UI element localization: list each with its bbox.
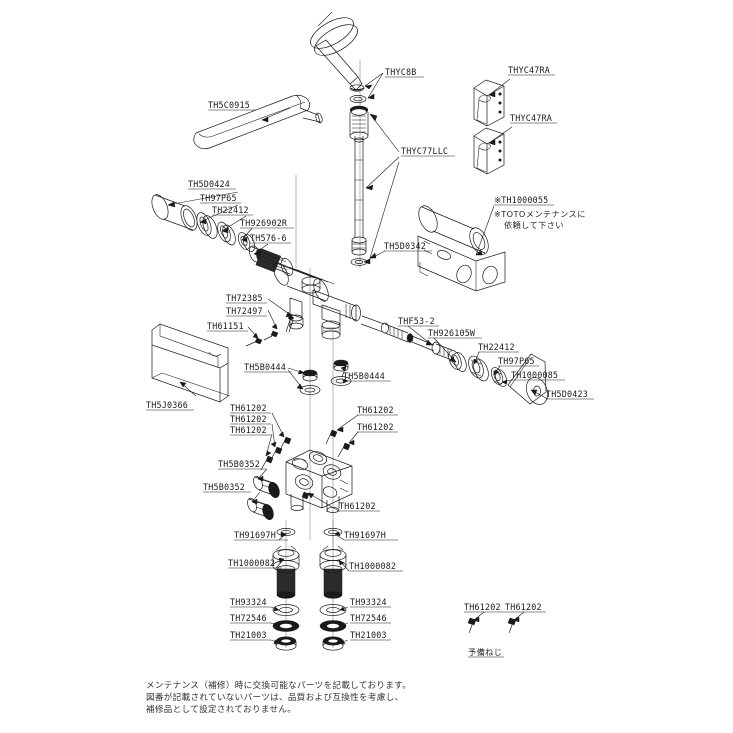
cartridge-note-line2: 依頼して下さい (504, 220, 564, 230)
handle-screw-c-part (245, 337, 263, 347)
label-temp-handle: TH5D0423 (546, 389, 588, 399)
label-hose-hook-lower: THYC47RA (510, 113, 552, 123)
label-plug-left-upper: TH5B0352 (218, 459, 260, 469)
label-temp-stem: THF53-2 (398, 316, 435, 326)
center-lines (285, 60, 361, 648)
shower-head-part (310, 11, 365, 92)
label-union-right: TH91697H (344, 530, 386, 540)
footer-line-3: 補修品として設定されておりません。 (146, 703, 296, 715)
label-gasket-left: TH72546 (230, 613, 267, 623)
plug-left-lower-part (247, 497, 274, 520)
label-gasket-right: TH72546 (350, 613, 387, 623)
label-seat-left: TH5B0444 (244, 362, 286, 372)
seat-left-part (299, 369, 321, 395)
label-screw-l1: TH61202 (230, 403, 267, 413)
cartridge-note-line1: ※TOTOメンテナンスに (494, 209, 586, 219)
screw-r2-part (337, 442, 351, 458)
label-washer-left: TH93324 (230, 597, 267, 607)
label-spout-ring: TH22412 (212, 205, 249, 215)
label-elbow-body: TH5D0342 (384, 241, 426, 251)
label-screw-r1: TH61202 (357, 405, 394, 415)
label-plug-left-lower: TH5B0352 (203, 482, 245, 492)
footer-line-1: メンテナンス（補修）時に交換可能なパーツを記載しております。 (146, 679, 411, 691)
label-shower-hose: THYC77LLC (401, 146, 448, 156)
label-shower-head: THYC8B (385, 67, 416, 77)
hose-hook-upper-part (473, 79, 505, 127)
label-spout: TH5C0915 (208, 100, 250, 110)
label-spare-screw-a: TH61202 (464, 602, 501, 612)
label-nipple-right: TH1000082 (349, 561, 396, 571)
label-valve-cartridge: ※TH1000055 (494, 195, 548, 205)
spout-ring-part (217, 221, 236, 246)
cover-part (151, 323, 231, 403)
shower-washer-part (349, 95, 367, 103)
shower-hose-part (349, 105, 369, 266)
temp-packing-part (490, 367, 508, 387)
screw-l3-part (260, 455, 274, 471)
label-body-screw: TH61202 (339, 501, 376, 511)
part-labels: THYC8B THYC77LLC THYC47RA THYC47RA TH5C0… (146, 65, 594, 658)
temp-nut-part (448, 350, 467, 372)
footer-note: メンテナンス（補修）時に交換可能なパーツを記載しております。 図番が記載されてい… (146, 679, 411, 715)
footer-line-2: 図番が記載されていないパーツは、品質および互換性を考慮し、 (146, 691, 404, 703)
label-cover: TH5J0366 (146, 400, 188, 410)
hose-hook-lower-part (473, 127, 505, 175)
label-screw-l3: TH61202 (230, 425, 267, 435)
spout-part (193, 94, 323, 150)
label-seat-right: TH5B0444 (343, 371, 385, 381)
label-screw-l2: TH61202 (230, 414, 267, 424)
spout-cap-part (151, 194, 198, 231)
mixer-body-part (285, 449, 353, 513)
leader-lines (167, 72, 549, 645)
valve-cartridge-part (417, 205, 506, 292)
label-temp-nut: TH926105W (428, 328, 476, 338)
lower-left-column (272, 528, 300, 651)
screw-r1-part (325, 429, 338, 445)
handle-screw-a-part (285, 316, 294, 333)
thermostat-stem-part (360, 315, 453, 361)
label-hose-hook-upper: THYC47RA (508, 65, 550, 75)
plug-left-upper-part (253, 475, 280, 498)
label-spout-cap: TH5D0424 (188, 179, 230, 189)
label-spout-nut: TH926902R (240, 218, 288, 228)
temp-ring-part (468, 355, 489, 382)
label-temp-ring: TH22412 (478, 342, 515, 352)
temp-handle-part (507, 353, 549, 405)
label-spout-base: TH576-6 (250, 233, 287, 243)
label-temp-washer: TH1000085 (511, 370, 558, 380)
lower-right-column (319, 528, 347, 651)
label-nut-right: TH21003 (350, 630, 387, 640)
spout-packing-part (196, 212, 218, 239)
label-handle-screw-c: TH61151 (207, 321, 244, 331)
label-handle-screw-a: TH72385 (226, 293, 263, 303)
spare-screw-caption: 予備ねじ (468, 647, 502, 657)
handle-screw-b-part (263, 330, 279, 341)
label-screw-r2: TH61202 (357, 422, 394, 432)
label-spare-screw-b: TH61202 (505, 602, 542, 612)
label-union-left: TH91697H (234, 530, 276, 540)
label-nut-left: TH21003 (230, 630, 267, 640)
label-nipple-left: TH1000082 (228, 558, 275, 568)
body-screw-part (301, 491, 310, 500)
label-temp-packing: TH97P65 (498, 356, 535, 366)
label-washer-right: TH93324 (350, 597, 387, 607)
spout-base-part (249, 245, 294, 276)
label-spout-packing: TH97P65 (200, 193, 237, 203)
main-valve-body-part (273, 262, 361, 340)
label-handle-screw-b: TH72497 (226, 306, 263, 316)
